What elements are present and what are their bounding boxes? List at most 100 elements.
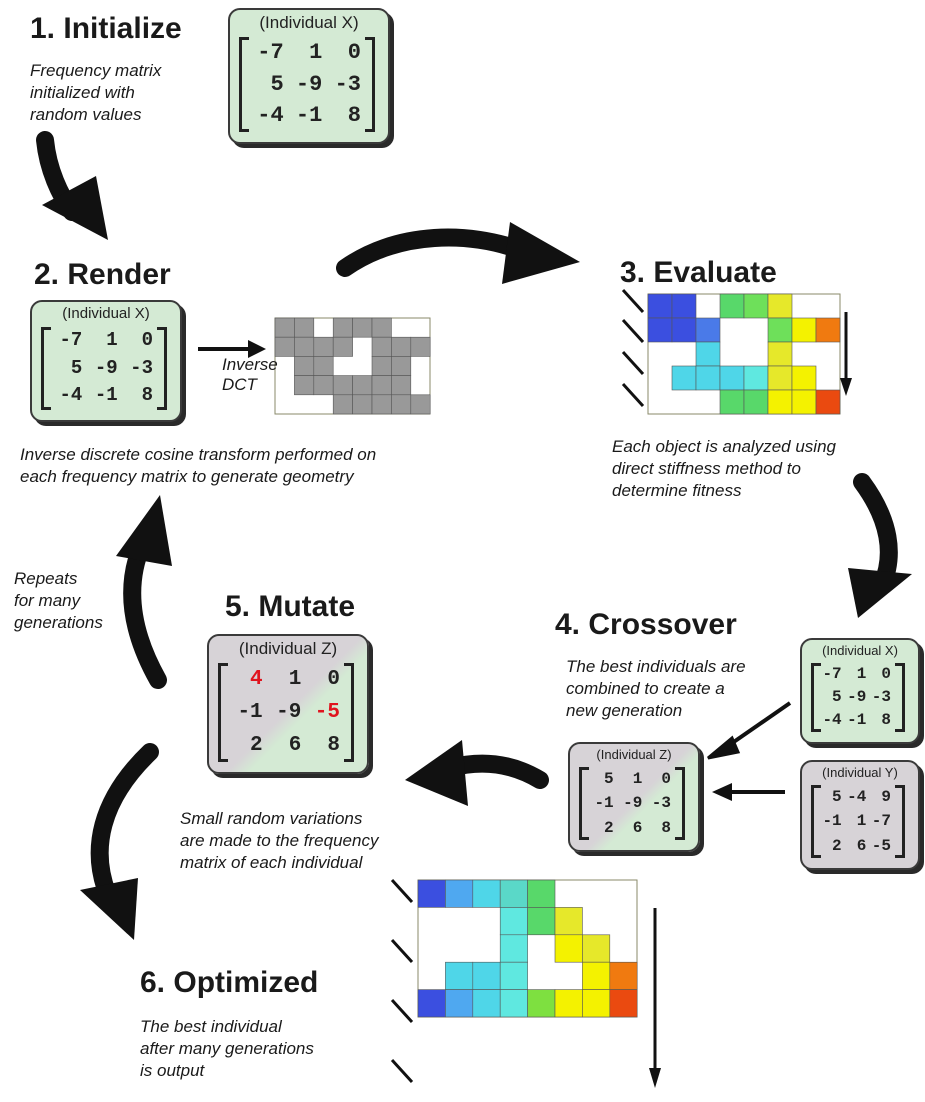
card-title: (Individual Z)	[596, 747, 672, 762]
step-5-title: 5. Mutate	[225, 590, 356, 623]
grid-cell	[332, 394, 353, 415]
card-title: (Individual Y)	[822, 765, 898, 780]
card-title: (Individual Z)	[238, 639, 338, 658]
matrix-cell: -3	[871, 688, 891, 706]
grid-cell	[499, 934, 528, 963]
matrix-cell: -5	[871, 836, 891, 855]
step-6-title: 6. Optimized	[140, 966, 319, 999]
inverse-dct-arrow-icon	[198, 340, 266, 358]
matrix-cell: -9	[276, 701, 302, 724]
matrix-cell: 8	[327, 734, 340, 757]
step-6-description: The best individual after many generatio…	[140, 1017, 314, 1080]
grid-cell	[609, 961, 638, 990]
grid-cell	[371, 317, 392, 338]
step-1-title: 1. Initialize	[30, 12, 182, 45]
matrix-cell: 1	[856, 665, 867, 683]
matrix-cell: 6	[856, 836, 867, 855]
grid-cell	[391, 394, 412, 415]
grid-cell	[332, 336, 353, 357]
grid-cell	[554, 907, 583, 936]
matrix-cell: 5	[70, 356, 83, 379]
grid-cell	[767, 389, 793, 415]
matrix-cell: 5	[604, 770, 614, 788]
matrix-cell: 8	[881, 711, 891, 729]
grid-cell	[445, 961, 474, 990]
inverse-dct-label: Inverse DCT	[222, 355, 278, 394]
step-4-title: 4. Crossover	[555, 608, 737, 641]
grid-cell	[527, 989, 556, 1018]
curved-arrow-icon	[405, 740, 549, 806]
matrix-cell: 5	[832, 688, 842, 706]
matrix-cell: 1	[288, 668, 302, 691]
grid-cell	[445, 879, 474, 908]
grid-cell	[791, 389, 817, 415]
matrix-cell: -7	[871, 812, 891, 831]
grid-cell	[499, 879, 528, 908]
card-title: (Individual X)	[62, 305, 150, 322]
crossover-arrow-icon	[707, 701, 792, 760]
grid-cell	[417, 989, 446, 1018]
grid-cell	[313, 336, 334, 357]
grid-cell	[274, 317, 295, 338]
grid-cell	[695, 365, 721, 391]
grid-cell	[554, 989, 583, 1018]
curved-arrow-icon	[116, 495, 172, 689]
grid-cell	[791, 317, 817, 343]
load-arrow-icon	[649, 908, 661, 1088]
load-arrow-icon	[840, 312, 852, 396]
matrix-cell: -4	[59, 384, 83, 407]
grid-cell	[719, 389, 745, 415]
matrix-cell: -5	[314, 701, 340, 724]
grid-cell	[743, 365, 769, 391]
grid-cell	[695, 317, 721, 343]
matrix-cell: -4	[847, 788, 867, 806]
grid-cell	[743, 293, 769, 319]
grid-cell	[410, 336, 431, 357]
grid-cell	[313, 375, 334, 396]
rendered-geometry-grid	[274, 317, 431, 415]
grid-cell	[294, 336, 315, 357]
matrix-cell: 0	[327, 668, 340, 691]
grid-cell	[352, 375, 373, 396]
matrix-cell: -3	[130, 356, 153, 379]
grid-cell	[371, 336, 392, 357]
grid-cell	[472, 961, 501, 990]
grid-cell	[352, 394, 373, 415]
grid-cell	[499, 989, 528, 1018]
grid-cell	[743, 389, 769, 415]
grid-cell	[274, 336, 295, 357]
matrix-cell: -1	[594, 794, 614, 813]
grid-cell	[767, 365, 793, 391]
matrix-cell: 5	[832, 788, 842, 806]
grid-cell	[391, 356, 412, 376]
grid-cell	[695, 341, 721, 367]
crossover-arrow-icon	[712, 783, 785, 801]
grid-cell	[671, 293, 697, 319]
step-5-description: Small random variations are made to the …	[180, 809, 379, 872]
grid-cell	[527, 907, 556, 936]
matrix-cell: 0	[141, 329, 153, 351]
curved-arrow-icon	[336, 222, 580, 284]
grid-cell	[554, 934, 583, 963]
grid-cell	[791, 365, 817, 391]
grid-cell	[332, 375, 353, 396]
matrix-cell: 0	[661, 770, 671, 788]
matrix-cell: 8	[347, 103, 361, 129]
grid-cell	[582, 934, 611, 963]
step-3-description: Each object is analyzed using direct sti…	[612, 437, 836, 500]
grid-cell	[647, 293, 673, 319]
matrix-cell: 4	[250, 668, 263, 691]
step-1-description: Frequency matrix initialized with random…	[30, 61, 162, 124]
matrix-cell: 8	[661, 818, 671, 837]
matrix-cell: -7	[822, 665, 842, 683]
grid-cell	[472, 989, 501, 1018]
grid-cell	[609, 989, 638, 1018]
matrix-cell: -4	[257, 103, 284, 129]
